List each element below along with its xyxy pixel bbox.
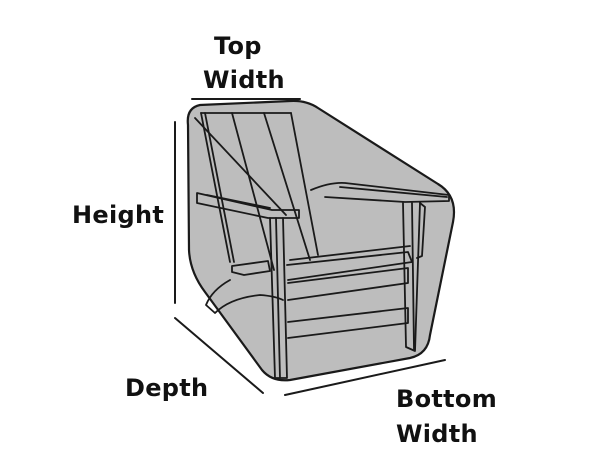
top-width-label-line1: Top [214,32,262,60]
bottom-width-label-line2: Width [396,420,478,448]
bottom-width-dimension-line [284,359,446,396]
top-width-label-line2: Width [203,66,285,94]
chair-outline [194,112,450,379]
depth-dimension-line [174,317,264,394]
depth-label: Depth [125,374,209,402]
bottom-width-label-line1: Bottom [396,385,498,413]
height-label: Height [72,201,165,229]
